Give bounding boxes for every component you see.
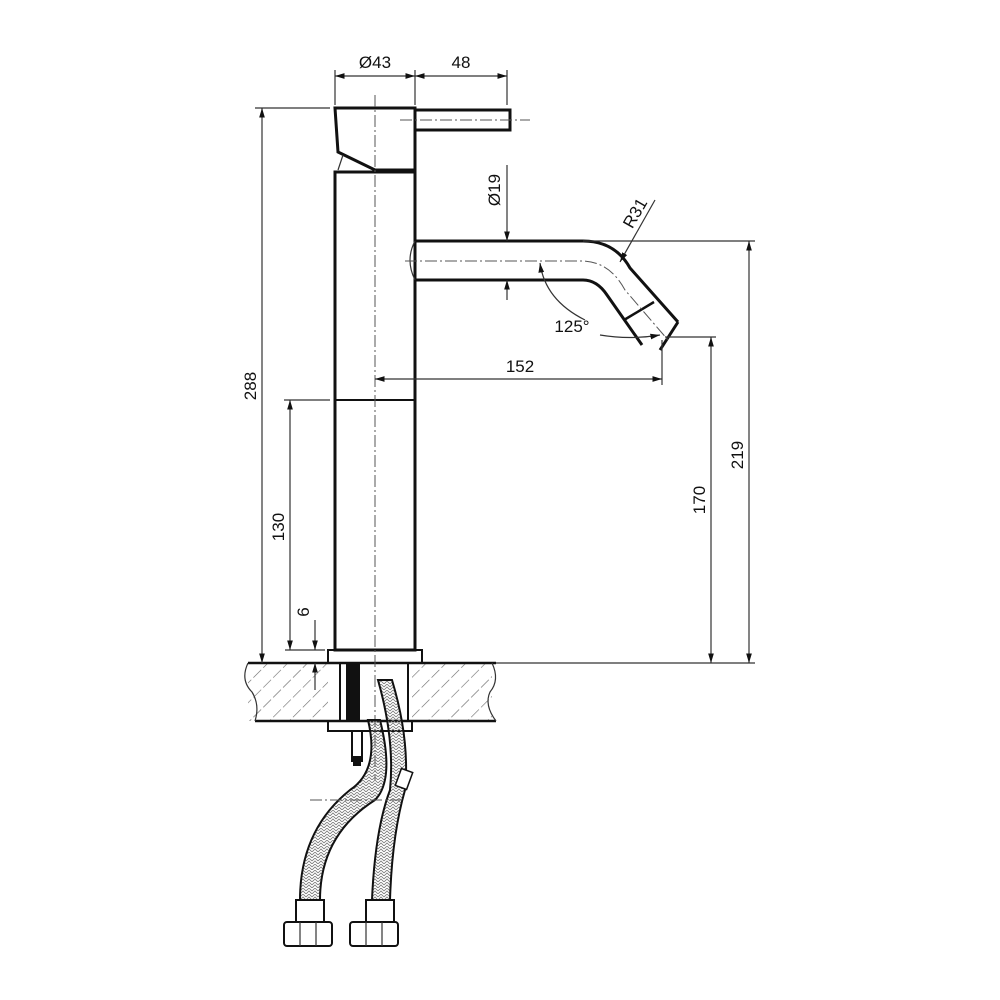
- dim-lower-body-height: 130: [269, 513, 288, 541]
- faucet-body: [327, 95, 530, 780]
- dim-body-diameter: Ø43: [359, 53, 391, 72]
- dim-outlet-height: 170: [690, 486, 709, 514]
- countertop-section: [244, 661, 497, 723]
- dim-spout-angle: 125°: [554, 317, 589, 336]
- hose-nut-right: [349, 899, 399, 947]
- dim-base-flange-height: 6: [294, 607, 313, 616]
- spout: [405, 239, 680, 351]
- dim-spout-diameter: Ø19: [485, 174, 504, 206]
- hose-nut-left: [283, 899, 333, 947]
- dim-bend-radius: R31: [619, 195, 651, 232]
- dim-spout-reach: 152: [506, 357, 534, 376]
- dim-spout-top-height: 219: [728, 441, 747, 469]
- dim-overall-height: 288: [241, 372, 260, 400]
- dimension-lines: [255, 70, 755, 690]
- supply-hoses: [283, 679, 414, 947]
- dim-lever-length: 48: [452, 53, 471, 72]
